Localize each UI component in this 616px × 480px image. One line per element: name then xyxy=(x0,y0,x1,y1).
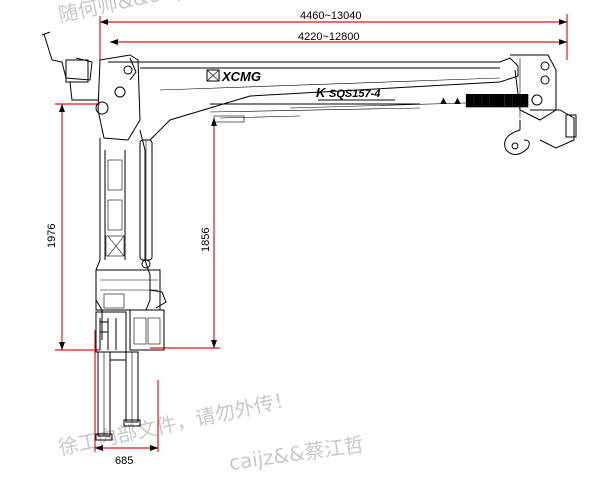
brand-logo: XCMG xyxy=(206,69,261,84)
column xyxy=(95,129,151,340)
luffing-cylinder xyxy=(139,139,153,269)
boom-head xyxy=(510,54,577,149)
dimension-base-width-label: 685 xyxy=(115,455,133,467)
watermark-top: 随何帅&&caijz&&蔡江 xyxy=(56,0,264,27)
dimension-base-width: 685 xyxy=(94,330,159,467)
warning-sticker: ▲ ▲ ████████ xyxy=(438,93,528,108)
slewing-head xyxy=(95,54,141,141)
turret-base xyxy=(95,269,167,351)
dimension-boom-reach: 4220~12800 xyxy=(110,31,567,45)
control-valves xyxy=(95,311,127,353)
brand-label: XCMG xyxy=(221,69,261,84)
model-label: SQS157-4 xyxy=(329,88,380,100)
dimension-total-reach-label: 4460~13040 xyxy=(300,10,361,22)
model-label-group: K SQS157-4 xyxy=(316,85,395,101)
outrigger-legs xyxy=(95,351,141,441)
model-prefix: K xyxy=(316,85,327,100)
dimension-boom-pivot-height: 1856 xyxy=(150,118,220,349)
watermark-bottom: caijz&&蔡江哲 xyxy=(227,432,365,475)
dimension-boom-pivot-height-label: 1856 xyxy=(200,228,212,252)
dimension-boom-reach-label: 4220~12800 xyxy=(298,31,359,43)
dimension-total-reach: 4460~13040 xyxy=(99,10,568,60)
dimension-column-height-label: 1976 xyxy=(46,224,58,248)
hook xyxy=(504,120,530,155)
warning-label: ▲ ▲ ████████ xyxy=(438,93,528,108)
dimension-column-height: 1976 xyxy=(46,103,100,351)
operator-seat xyxy=(41,31,98,101)
main-boom xyxy=(108,57,519,141)
